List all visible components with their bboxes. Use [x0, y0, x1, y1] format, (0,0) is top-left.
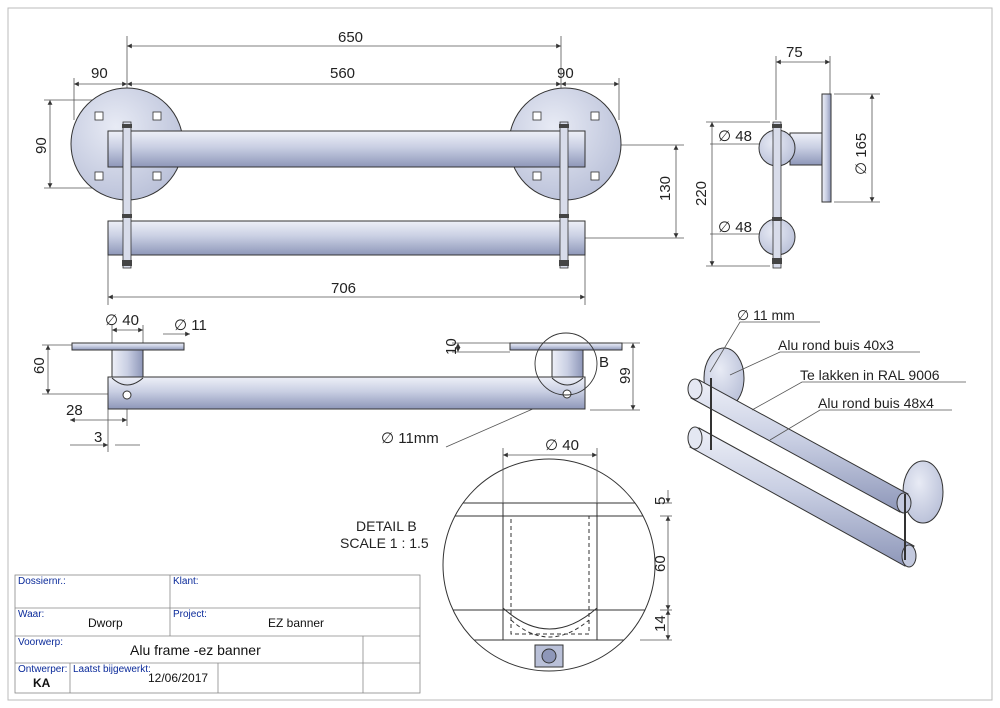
dim-overall: 650 [338, 29, 363, 46]
tb-dossier-label: Dossiernr.: [18, 576, 66, 587]
dim-side-dia-lower: ∅ 48 [718, 219, 752, 236]
dim-front-pipe-dia: ∅ 40 [105, 312, 139, 329]
dim-left-flange: 90 [91, 65, 108, 82]
detail-b-title: DETAIL B [356, 518, 417, 534]
front-right-plate [509, 342, 623, 351]
dim-right-flange: 90 [557, 65, 574, 82]
side-arm-pipe [789, 132, 823, 166]
tb-ontwerper-value: KA [33, 676, 51, 690]
dim-front-height: 60 [31, 357, 48, 374]
iso-label-tube-40x3: Alu rond buis 40x3 [778, 337, 894, 353]
tb-ontwerper-label: Ontwerper: [18, 664, 67, 675]
dim-side-dia-upper: ∅ 48 [718, 128, 752, 145]
detail-b-marker-circle [534, 332, 598, 396]
title-block [14, 574, 421, 694]
dim-flange-height: 90 [33, 137, 50, 154]
detail-dim-dia: ∅ 40 [545, 437, 579, 454]
detail-dim-mid: 60 [652, 555, 669, 572]
dim-tube-length: 706 [331, 280, 356, 297]
lower-tube [107, 220, 586, 256]
detail-dim-bottom: 14 [652, 615, 669, 632]
tb-project-label: Project: [173, 609, 207, 620]
dim-front-callout-hole: ∅ 11mm [381, 430, 439, 447]
tb-bijgewerkt-value: 12/06/2017 [148, 671, 208, 685]
sheet-border [7, 7, 993, 701]
side-view: 75 ∅ 48 ∅ 48 220 ∅ 165 [693, 44, 880, 269]
tb-klant-label: Klant: [173, 576, 199, 587]
detail-dim-top: 5 [652, 497, 669, 505]
dim-side-width: 75 [786, 44, 803, 61]
iso-label-tube-48x4: Alu rond buis 48x4 [818, 395, 934, 411]
iso-front-flange [902, 460, 944, 524]
front-tube [107, 376, 586, 410]
detail-b-circle [442, 458, 656, 672]
detail-b-scale: SCALE 1 : 1.5 [340, 535, 429, 551]
front-left-stub [111, 349, 144, 381]
tb-voorwerp-value: Alu frame -ez banner [130, 642, 261, 658]
dim-front-hole-dia: ∅ 11 [174, 317, 207, 334]
detail-b-marker-label: B [599, 354, 609, 371]
dim-front-offset: 28 [66, 402, 83, 419]
front-left-plate [71, 342, 185, 351]
iso-label-hole: ∅ 11 mm [737, 307, 795, 323]
front-right-stub [551, 349, 584, 381]
iso-view: ∅ 11 mm Alu rond buis 40x3 Te lakken in … [687, 307, 966, 568]
upper-tube [107, 130, 586, 168]
front-view: ∅ 40 ∅ 11 60 28 3 10 99 ∅ 11mm B [31, 312, 640, 452]
dim-spacing: 130 [657, 176, 674, 201]
dim-middle: 560 [330, 65, 355, 82]
dim-front-plate-thk: 10 [443, 338, 460, 355]
tb-bijgewerkt-label: Laatst bijgewerkt: [73, 664, 151, 675]
iso-label-paint: Te lakken in RAL 9006 [800, 367, 940, 383]
tb-waar-value: Dworp [88, 616, 123, 630]
top-view: 650 90 560 90 90 130 706 [33, 29, 684, 305]
tb-project-value: EZ banner [268, 616, 324, 630]
dim-front-small: 3 [94, 429, 102, 446]
dim-side-flange-dia: ∅ 165 [853, 133, 870, 175]
tb-voorwerp-label: Voorwerp: [18, 637, 63, 648]
detail-b: ∅ 40 5 60 14 DETAIL B SCALE 1 : 1.5 [340, 437, 672, 672]
side-flange-plate [821, 93, 832, 203]
dim-front-total: 99 [617, 367, 634, 384]
dim-side-height: 220 [693, 181, 710, 206]
tb-waar-label: Waar: [18, 609, 44, 620]
